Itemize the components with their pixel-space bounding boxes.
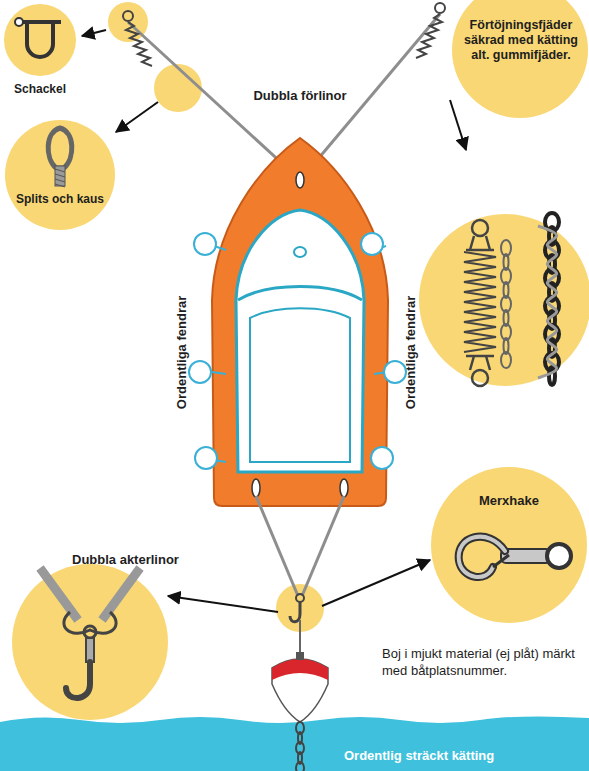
- callout-circle: [431, 467, 587, 623]
- callout-circle: [5, 120, 115, 230]
- spring-callout: Förtöjningsfjäder säkrad med kätting alt…: [452, 0, 589, 118]
- spring-illustration: [464, 213, 559, 386]
- chain-label: Ordentlig sträckt kätting: [344, 748, 494, 765]
- stern-lines-label: Dubbla akterlinor: [72, 552, 179, 569]
- stern-line: [302, 496, 344, 596]
- callout-label: Merxhake: [451, 493, 567, 509]
- callout-label: Förtöjningsfjäder säkrad med kätting alt…: [456, 18, 586, 63]
- callout-label: Splits och kaus: [10, 192, 110, 206]
- anchor-eye: [123, 11, 133, 21]
- double-line-hook: [40, 568, 140, 698]
- chain: [296, 722, 304, 771]
- spring-circle: [419, 214, 589, 386]
- fenders: [189, 233, 406, 469]
- windshield: [238, 287, 362, 301]
- stern-line: [256, 496, 298, 596]
- boat-deck: [236, 210, 364, 472]
- leader-arrows: [82, 30, 466, 612]
- anchor-eye: [435, 3, 445, 13]
- buoy-note: Boj i mjukt material (ej plåt) märkt med…: [382, 646, 584, 680]
- fenders-label: Ordentliga fendrar: [175, 295, 192, 408]
- shackle-callout: Schackel: [4, 4, 76, 104]
- water: [0, 716, 589, 771]
- splice-circle-small: [154, 64, 202, 112]
- hook-eye: [296, 594, 304, 602]
- buoy-line: [299, 620, 301, 655]
- buoy-band: [272, 659, 328, 680]
- mooring-spring: [416, 14, 442, 58]
- buoy: [272, 659, 328, 722]
- stern-eye: [252, 479, 260, 497]
- hook-circle: [12, 564, 168, 720]
- bow-eye: [296, 172, 304, 188]
- porthole: [294, 247, 306, 257]
- mooring-spring: [126, 22, 152, 66]
- stern-eye: [340, 479, 348, 497]
- splice-callout: Splits och kaus: [5, 120, 115, 230]
- boat-hull: [212, 138, 388, 506]
- bow-lines-label: Dubbla förlinor: [253, 88, 346, 105]
- fenders-label: Ordentliga fendrar: [404, 295, 421, 408]
- callout-label: Schackel: [4, 82, 76, 96]
- snap-hook-callout: Merxhake: [431, 467, 587, 623]
- stern-hook: [290, 602, 300, 622]
- buoy-top: [296, 652, 304, 660]
- cockpit: [250, 308, 350, 462]
